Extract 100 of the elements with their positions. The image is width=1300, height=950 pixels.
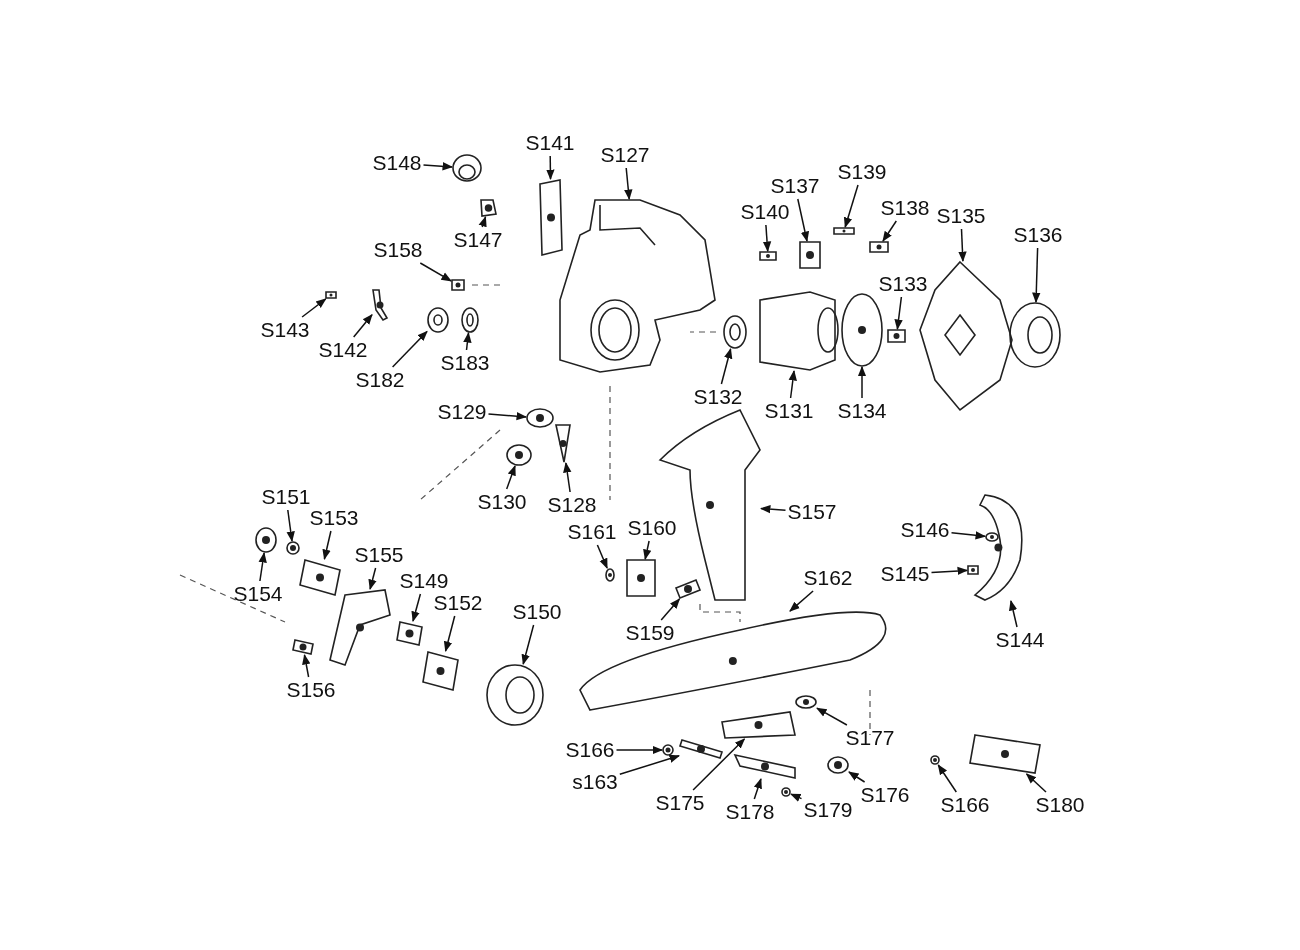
leader-line <box>843 184 859 228</box>
callout-number: S133 <box>878 272 928 296</box>
leader-line <box>521 624 535 665</box>
callout-number: S130 <box>477 490 527 514</box>
part-drawing <box>329 589 391 666</box>
leader-line <box>788 369 797 399</box>
leader-line <box>615 745 664 755</box>
leader-line <box>789 590 814 612</box>
callout-number: S183 <box>440 351 490 375</box>
part-drawing <box>674 578 702 600</box>
leader-line <box>301 298 327 318</box>
callout-number: S177 <box>845 726 895 750</box>
callout-number: S129 <box>437 400 487 424</box>
callout-number: S137 <box>770 174 820 198</box>
callout-number: S147 <box>453 228 503 252</box>
callout-number: S176 <box>860 783 910 807</box>
leader-line <box>762 224 772 253</box>
callout-number: S128 <box>547 493 597 517</box>
callout-number: S143 <box>260 318 310 342</box>
leader-line <box>950 531 987 540</box>
part-drawing <box>626 559 656 597</box>
callout-number: S178 <box>725 800 775 824</box>
callout-number: S161 <box>567 520 617 544</box>
callout-number: S182 <box>355 368 405 392</box>
part-drawing <box>559 199 716 373</box>
leader-line <box>643 540 652 561</box>
part-drawing <box>679 739 723 759</box>
leader-line <box>368 567 377 590</box>
callout-number: S157 <box>787 500 837 524</box>
callout-number: S166 <box>565 738 615 762</box>
callout-number: S150 <box>512 600 562 624</box>
callout-number: S141 <box>525 131 575 155</box>
leader-line <box>443 615 456 652</box>
callout-number: S155 <box>354 543 404 567</box>
callout-number: S149 <box>399 569 449 593</box>
part-drawing <box>869 241 889 253</box>
callout-number: S160 <box>627 516 677 540</box>
callout-number: S135 <box>936 204 986 228</box>
part-drawing <box>480 199 497 217</box>
leader-line <box>930 566 969 576</box>
leader-line <box>894 296 903 331</box>
part-drawing <box>969 734 1041 774</box>
callout-number: S138 <box>880 196 930 220</box>
part-drawing <box>733 753 796 779</box>
leader-line <box>391 330 428 368</box>
leader-line <box>302 653 311 678</box>
leader-line <box>286 509 295 543</box>
leader-line <box>624 167 633 201</box>
leader-line <box>352 313 373 338</box>
part-drawing <box>723 315 747 349</box>
part-drawing <box>974 494 1023 601</box>
leader-line <box>816 707 848 726</box>
leader-line <box>797 198 810 243</box>
leader-line <box>790 793 803 802</box>
part-drawing <box>721 711 796 739</box>
callout-number: S159 <box>625 621 675 645</box>
leader-line <box>660 598 681 621</box>
part-drawing <box>555 424 571 463</box>
callout-number: S179 <box>803 798 853 822</box>
callout-number: S180 <box>1035 793 1085 817</box>
leader-line <box>937 764 958 793</box>
leader-line <box>753 778 762 800</box>
leader-line <box>848 771 866 783</box>
callout-number: S146 <box>900 518 950 542</box>
callout-number: S134 <box>837 399 887 423</box>
callout-number: S131 <box>764 399 814 423</box>
part-drawing <box>255 527 277 553</box>
part-drawing <box>292 639 314 655</box>
leader-line <box>882 220 898 242</box>
callout-number: S152 <box>433 591 483 615</box>
leader-line <box>422 162 454 171</box>
leader-line <box>619 754 680 776</box>
part-drawing <box>539 179 563 256</box>
part-drawing <box>427 307 449 333</box>
part-drawing <box>286 541 300 555</box>
leader-line <box>487 412 528 421</box>
part-drawing <box>759 251 777 261</box>
part-drawing <box>372 289 389 322</box>
leader-line <box>563 461 572 493</box>
callout-number: S140 <box>740 200 790 224</box>
part-drawing <box>452 154 482 182</box>
leader-line <box>1008 600 1018 628</box>
part-drawing <box>461 307 479 333</box>
leader-line <box>759 504 787 514</box>
callout-number: S153 <box>309 506 359 530</box>
part-drawing <box>396 621 423 646</box>
leader-line <box>720 348 733 385</box>
part-drawing <box>325 291 337 299</box>
leader-line <box>692 738 746 791</box>
callout-number: S175 <box>655 791 705 815</box>
callout-number: S132 <box>693 385 743 409</box>
part-drawing <box>887 329 906 343</box>
leader-line <box>478 216 487 228</box>
callout-number: S156 <box>286 678 336 702</box>
callout-number: S166 <box>940 793 990 817</box>
part-drawing <box>605 568 615 582</box>
part-drawing <box>967 565 979 575</box>
leader-line <box>258 551 267 582</box>
part-drawing <box>833 227 855 235</box>
callout-number: S144 <box>995 628 1045 652</box>
